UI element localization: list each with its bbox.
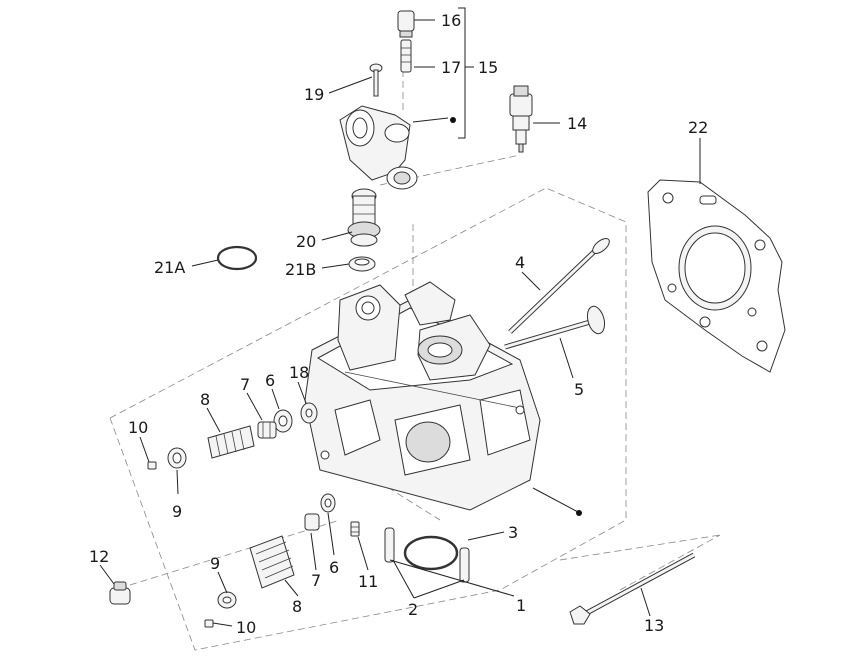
valve-seal-upper xyxy=(273,409,293,433)
dowel-pin-a xyxy=(384,527,395,563)
seal-21b xyxy=(348,256,376,272)
head-gasket xyxy=(647,179,786,373)
label-22: 22 xyxy=(688,118,708,137)
label-13: 13 xyxy=(644,616,664,635)
label-7-upper: 7 xyxy=(240,375,250,394)
label-9-upper: 9 xyxy=(172,502,182,521)
label-11: 11 xyxy=(358,572,378,591)
spring-retainer-lower xyxy=(217,591,237,609)
label-8-lower: 8 xyxy=(292,597,302,616)
stud-11 xyxy=(350,521,360,537)
callout-labels: 16 17 15 19 14 22 20 21A 21B 4 5 18 6 7 … xyxy=(89,11,708,637)
label-1: 1 xyxy=(516,596,526,615)
label-9-lower: 9 xyxy=(210,554,220,573)
label-2: 2 xyxy=(408,600,418,619)
label-21b: 21B xyxy=(285,260,316,279)
spring-seat-upper xyxy=(257,421,277,439)
spring-retainer-upper xyxy=(167,447,187,469)
valve-seal-lower xyxy=(320,493,336,513)
label-21a: 21A xyxy=(154,258,185,277)
label-3: 3 xyxy=(508,523,518,542)
bleed-screw-cap xyxy=(397,10,415,38)
valve-spring-lower xyxy=(249,535,295,589)
label-18: 18 xyxy=(289,363,309,382)
label-16: 16 xyxy=(441,11,461,30)
valve-cotter-upper xyxy=(147,461,157,470)
bleed-screw xyxy=(400,39,412,73)
valve-5 xyxy=(504,305,606,350)
cylinder-head xyxy=(304,281,541,511)
label-19: 19 xyxy=(304,85,324,104)
housing-screw xyxy=(369,63,383,97)
valve-spring-upper xyxy=(207,425,255,459)
o-ring-3 xyxy=(403,535,459,571)
label-7-lower: 7 xyxy=(311,571,321,590)
thermostat xyxy=(347,188,381,247)
temperature-sensor xyxy=(509,85,533,153)
thermostat-housing xyxy=(339,105,418,190)
label-10-upper: 10 xyxy=(128,418,148,437)
label-15: 15 xyxy=(478,58,498,77)
dowel-pin-b xyxy=(459,547,470,583)
valve-cotter-lower xyxy=(204,619,214,628)
o-ring-21a xyxy=(216,245,258,271)
washer-18 xyxy=(300,402,318,424)
label-12: 12 xyxy=(89,547,109,566)
plug-12 xyxy=(109,581,131,605)
spring-seat-lower xyxy=(304,513,320,531)
label-5: 5 xyxy=(574,380,584,399)
label-6-lower: 6 xyxy=(329,558,339,577)
label-10-lower: 10 xyxy=(236,618,256,637)
label-6-upper: 6 xyxy=(265,371,275,390)
label-14: 14 xyxy=(567,114,587,133)
leader-lines xyxy=(99,7,701,627)
label-4: 4 xyxy=(515,253,525,272)
label-8-upper: 8 xyxy=(200,390,210,409)
label-17: 17 xyxy=(441,58,461,77)
label-20: 20 xyxy=(296,232,316,251)
valve-4 xyxy=(508,238,610,334)
head-bolt-13 xyxy=(569,552,696,625)
